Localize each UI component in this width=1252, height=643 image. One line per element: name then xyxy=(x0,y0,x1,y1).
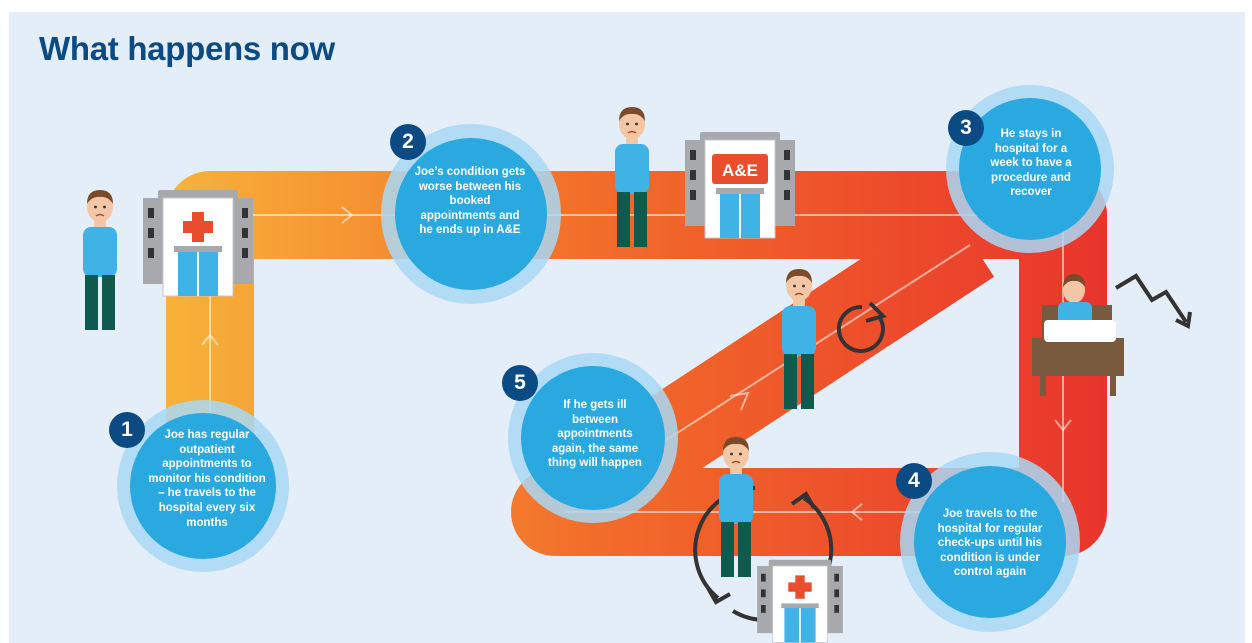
step-text-1: Joe has regular outpatient appointments … xyxy=(148,429,266,529)
step-circle-1 xyxy=(117,400,289,572)
step-number-1: 1 xyxy=(109,412,145,448)
ae-sign: A&E xyxy=(722,161,758,180)
repeat-cycle-icon xyxy=(836,301,887,353)
step-number-5: 5 xyxy=(502,365,538,401)
hospital-icon xyxy=(756,558,844,643)
step-text-3: He stays in hospital for a week to have … xyxy=(990,128,1072,199)
step-number-2: 2 xyxy=(390,124,426,160)
step-circle-2 xyxy=(381,124,561,304)
step-text-5: If he gets ill between appointments agai… xyxy=(548,399,642,470)
hospital-bed-icon xyxy=(1032,274,1124,396)
ae-hospital-icon: A&E xyxy=(684,131,796,239)
step-circle-4 xyxy=(900,452,1080,632)
step-text-4: Joe travels to the hospital for regular … xyxy=(937,508,1043,579)
person-icon xyxy=(82,189,118,331)
step-text-2: Joe’s condition gets worse between his b… xyxy=(414,166,526,237)
page-title: What happens now xyxy=(39,30,335,67)
step-circle-5 xyxy=(508,353,678,523)
step-circle-3 xyxy=(946,85,1114,253)
step-number-4: 4 xyxy=(896,463,932,499)
decline-arrow-icon xyxy=(1114,273,1192,330)
step-number-3: 3 xyxy=(948,110,984,146)
hospital-icon xyxy=(142,189,254,297)
